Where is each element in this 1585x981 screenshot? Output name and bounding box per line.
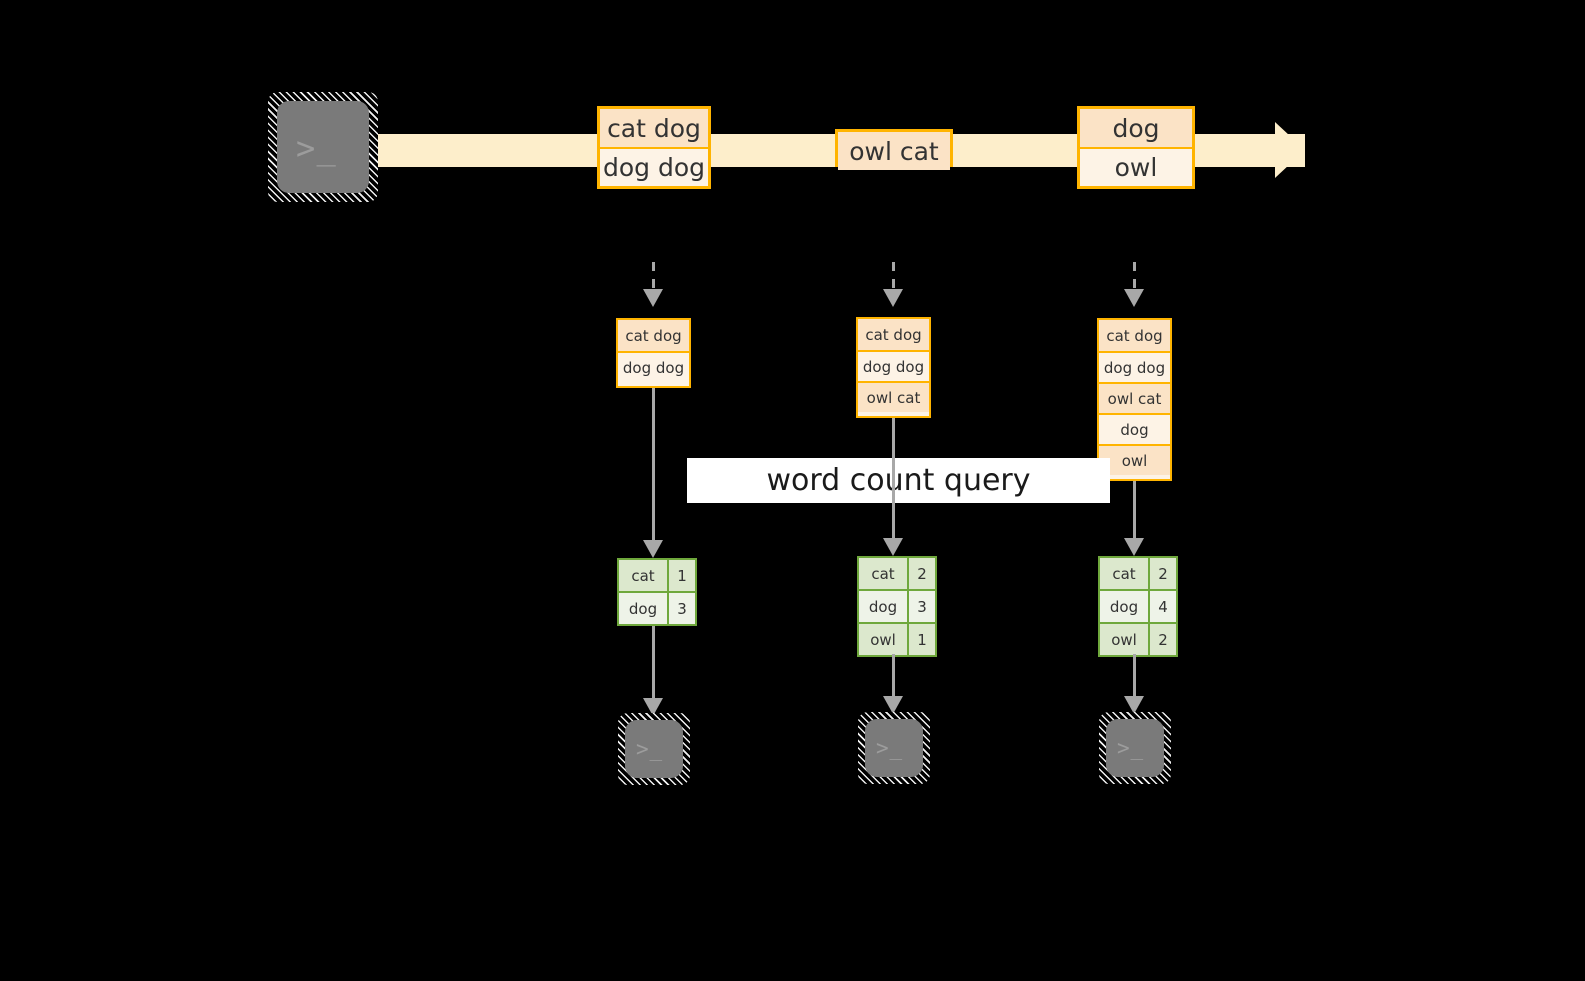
sink-arrow-head [1124, 696, 1144, 714]
result-word: dog [1100, 591, 1148, 622]
terminal-face [277, 101, 369, 193]
result-row: dog 3 [859, 589, 935, 622]
result-count: 2 [1148, 624, 1176, 655]
query-arrow-line-overlay [651, 458, 655, 503]
snapshot-line: cat dog [1099, 320, 1170, 351]
stream-record-box: dog owl [1077, 106, 1195, 189]
snapshot-arrow-head [1124, 289, 1144, 307]
sink-arrow-head [643, 698, 663, 716]
result-row: cat 2 [859, 558, 935, 589]
query-arrow-line [1132, 481, 1136, 548]
result-word: owl [859, 624, 907, 655]
snapshot-line: owl cat [858, 381, 929, 412]
result-count: 4 [1148, 591, 1176, 622]
result-table: cat 2 dog 3 owl 1 [857, 556, 937, 657]
result-row: dog 3 [619, 591, 695, 624]
stream-record-box: cat dog dog dog [597, 106, 711, 189]
sink-arrow-head [883, 696, 903, 714]
snapshot-line: dog dog [858, 350, 929, 381]
result-count: 1 [907, 624, 935, 655]
result-row: owl 1 [859, 622, 935, 655]
snapshot-arrow-line [891, 262, 895, 289]
terminal-prompt-glyph: >_ [876, 736, 903, 760]
snapshot-arrow-line [1132, 262, 1136, 289]
result-word: dog [619, 593, 667, 624]
snapshot-arrow-head [643, 289, 663, 307]
terminal-prompt-glyph: >_ [296, 129, 338, 167]
result-word: cat [859, 558, 907, 589]
result-table: cat 2 dog 4 owl 2 [1098, 556, 1178, 657]
query-label-text: word count query [766, 463, 1031, 498]
result-count: 1 [667, 560, 695, 591]
result-table: cat 1 dog 3 [617, 558, 697, 626]
result-word: owl [1100, 624, 1148, 655]
snapshot-line: dog [1099, 413, 1170, 444]
terminal-face [625, 720, 683, 778]
stream-record-line: dog [1080, 109, 1192, 147]
stream-timeline-arrowhead [1275, 122, 1305, 178]
snapshot-line: owl [1099, 444, 1170, 475]
terminal-prompt-glyph: >_ [1117, 736, 1144, 760]
result-word: cat [1100, 558, 1148, 589]
result-word: cat [619, 560, 667, 591]
query-arrow-head [1124, 538, 1144, 556]
result-row: dog 4 [1100, 589, 1176, 622]
snapshot-line: cat dog [618, 320, 689, 351]
snapshot-line: cat dog [858, 319, 929, 350]
query-arrow-head [643, 540, 663, 558]
stream-record-line: owl [1080, 147, 1192, 185]
snapshot-line: dog dog [1099, 351, 1170, 382]
sink-arrow-line [891, 654, 895, 698]
snapshot-table: cat dog dog dog owl cat dog owl [1097, 318, 1172, 481]
sink-arrow-line [651, 626, 655, 700]
stream-record-line: dog dog [600, 147, 708, 185]
snapshot-arrow-line [651, 262, 655, 289]
result-count: 2 [907, 558, 935, 589]
result-count: 3 [667, 593, 695, 624]
stream-record-line: cat dog [600, 109, 708, 147]
result-word: dog [859, 591, 907, 622]
terminal-prompt-glyph: >_ [636, 737, 663, 761]
sink-terminal-icon[interactable]: >_ [618, 713, 690, 785]
result-count: 2 [1148, 558, 1176, 589]
snapshot-table: cat dog dog dog [616, 318, 691, 388]
stream-record-line: owl cat [838, 132, 950, 170]
snapshot-arrow-head [883, 289, 903, 307]
query-label-band: word count query [687, 458, 1110, 503]
sink-terminal-icon[interactable]: >_ [1099, 712, 1171, 784]
sink-arrow-line [1132, 654, 1136, 698]
query-arrow-head [883, 538, 903, 556]
result-row: cat 2 [1100, 558, 1176, 589]
result-row: cat 1 [619, 560, 695, 591]
sink-terminal-icon[interactable]: >_ [858, 712, 930, 784]
terminal-face [1106, 719, 1164, 777]
result-row: owl 2 [1100, 622, 1176, 655]
terminal-face [865, 719, 923, 777]
snapshot-line: owl cat [1099, 382, 1170, 413]
snapshot-table: cat dog dog dog owl cat [856, 317, 931, 418]
source-terminal-icon[interactable]: >_ [268, 92, 378, 202]
snapshot-line: dog dog [618, 351, 689, 382]
result-count: 3 [907, 591, 935, 622]
stream-record-box: owl cat [835, 129, 953, 170]
query-arrow-line-overlay [891, 458, 895, 503]
